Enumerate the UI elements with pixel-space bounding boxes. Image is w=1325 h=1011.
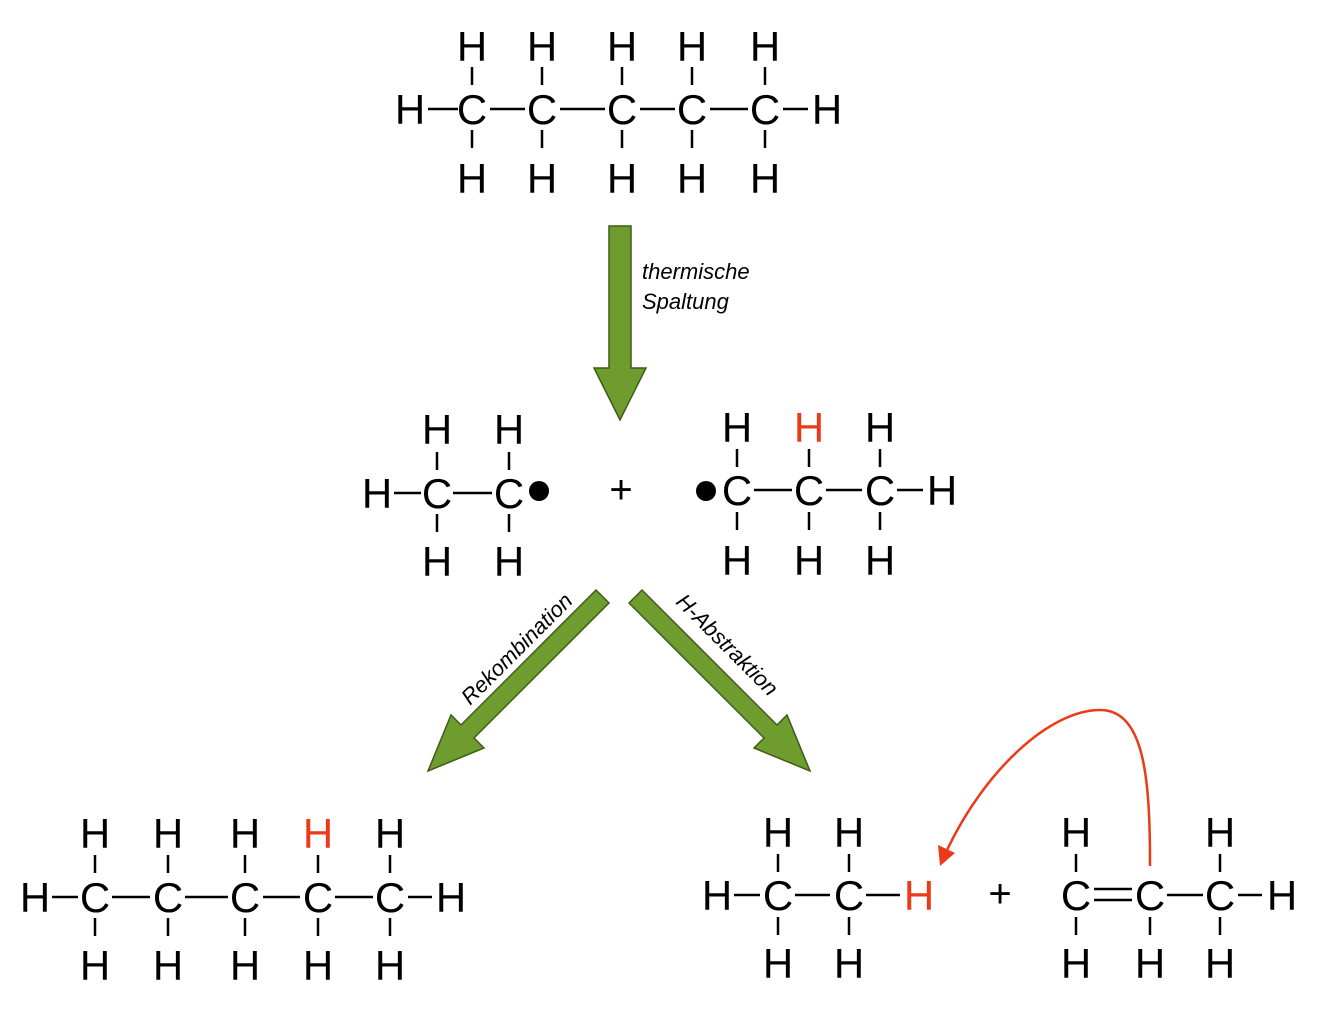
arrow-down-left-icon	[426, 588, 611, 773]
carbon-atom: C	[794, 467, 824, 514]
hydrogen-atom: H	[865, 537, 895, 584]
hydrogen-atom: H	[763, 940, 793, 987]
hydrogen-atom: H	[677, 23, 707, 70]
carbon-atom: C	[750, 86, 780, 133]
hydrogen-atom: H	[1205, 809, 1235, 856]
hydrogen-atom: H	[422, 406, 452, 453]
carbon-atom: C	[865, 467, 895, 514]
hydrogen-atom: H	[457, 23, 487, 70]
hydrogen-atom: H	[457, 155, 487, 202]
carbon-atom: C	[303, 874, 333, 921]
hydrogen-atom: H	[230, 810, 260, 857]
thermal-cracking-label-line1: thermische	[642, 259, 750, 284]
carbon-atom: C	[230, 874, 260, 921]
hydrogen-atom: H	[375, 810, 405, 857]
hydrogen-atom: H	[375, 942, 405, 989]
hydrogen-atom: H	[794, 537, 824, 584]
hydrogen-atom: H	[834, 809, 864, 856]
hydrogen-atom: H	[494, 538, 524, 585]
highlighted-hydrogen-atom: H	[794, 404, 824, 451]
hydrogen-atom: H	[1061, 809, 1091, 856]
hydrogen-atom: H	[865, 404, 895, 451]
hydrogen-atom: H	[834, 940, 864, 987]
hydrogen-atom: H	[230, 942, 260, 989]
propyl-radical: C C C H H H H H H H	[696, 404, 957, 584]
pentane-top: H C C C C C H H H H H H H H H H H	[395, 23, 842, 202]
arrow-down-icon	[592, 225, 648, 422]
carbon-atom: C	[1061, 872, 1091, 919]
hydrogen-atom: H	[750, 155, 780, 202]
hydrogen-atom: H	[677, 155, 707, 202]
carbon-atom: C	[375, 874, 405, 921]
ethyl-radical: H C C H H H H	[362, 406, 549, 585]
hydrogen-atom: H	[607, 23, 637, 70]
hydrogen-atom: H	[722, 537, 752, 584]
hydrogen-atom: H	[812, 86, 842, 133]
carbon-atom: C	[422, 470, 452, 517]
hydrogen-atom: H	[1205, 940, 1235, 987]
carbon-atom: C	[527, 86, 557, 133]
carbon-atom: C	[763, 872, 793, 919]
hydrogen-atom: H	[750, 23, 780, 70]
pentane-bottom: H C C C C C H H H H H H H H H H H	[20, 810, 466, 989]
carbon-atom: C	[80, 874, 110, 921]
highlighted-hydrogen-atom: H	[904, 872, 934, 919]
curved-arrow-head-icon	[938, 845, 955, 866]
carbon-atom: C	[494, 470, 524, 517]
hydrogen-atom: H	[436, 874, 466, 921]
plus-sign: +	[988, 872, 1011, 916]
propene: C C C H H H H H H	[1061, 809, 1297, 987]
carbon-atom: C	[1135, 872, 1165, 919]
hydrogen-atom: H	[527, 23, 557, 70]
hydrogen-atom: H	[80, 810, 110, 857]
hydrogen-atom: H	[20, 874, 50, 921]
hydrogen-atom: H	[927, 467, 957, 514]
ethane: H C C H H H H H	[702, 809, 934, 987]
hydrogen-atom: H	[153, 810, 183, 857]
radical-dot-icon	[529, 481, 549, 501]
hydrogen-atom: H	[763, 809, 793, 856]
highlighted-hydrogen-atom: H	[303, 810, 333, 857]
hydrogen-atom: H	[1135, 940, 1165, 987]
arrow-down-right-icon	[627, 588, 812, 773]
hydrogen-atom: H	[422, 538, 452, 585]
hydrogen-atom: H	[527, 155, 557, 202]
hydrogen-atom: H	[303, 942, 333, 989]
h-abstraction-arrow: H-Abstraktion	[627, 588, 812, 773]
thermal-cracking-label-line2: Spaltung	[642, 289, 730, 314]
recombination-arrow: Rekombination	[426, 588, 611, 773]
hydrogen-atom: H	[80, 942, 110, 989]
hydrogen-atom: H	[362, 470, 392, 517]
hydrogen-atom: H	[395, 86, 425, 133]
thermal-cracking-arrow: thermische Spaltung	[592, 225, 750, 422]
hydrogen-atom: H	[1061, 940, 1091, 987]
hydrogen-atom: H	[722, 404, 752, 451]
hydrogen-atom: H	[1267, 872, 1297, 919]
curved-arrow-line	[945, 708, 1152, 867]
radical-dot-icon	[696, 481, 716, 501]
hydrogen-atom: H	[702, 872, 732, 919]
hydrogen-transfer-arrow	[938, 708, 1152, 867]
carbon-atom: C	[722, 467, 752, 514]
carbon-atom: C	[607, 86, 637, 133]
carbon-atom: C	[457, 86, 487, 133]
hydrogen-atom: H	[494, 406, 524, 453]
carbon-atom: C	[677, 86, 707, 133]
plus-sign: +	[609, 468, 632, 512]
hydrogen-atom: H	[153, 942, 183, 989]
carbon-atom: C	[153, 874, 183, 921]
carbon-atom: C	[1205, 872, 1235, 919]
carbon-atom: C	[834, 872, 864, 919]
hydrogen-atom: H	[607, 155, 637, 202]
